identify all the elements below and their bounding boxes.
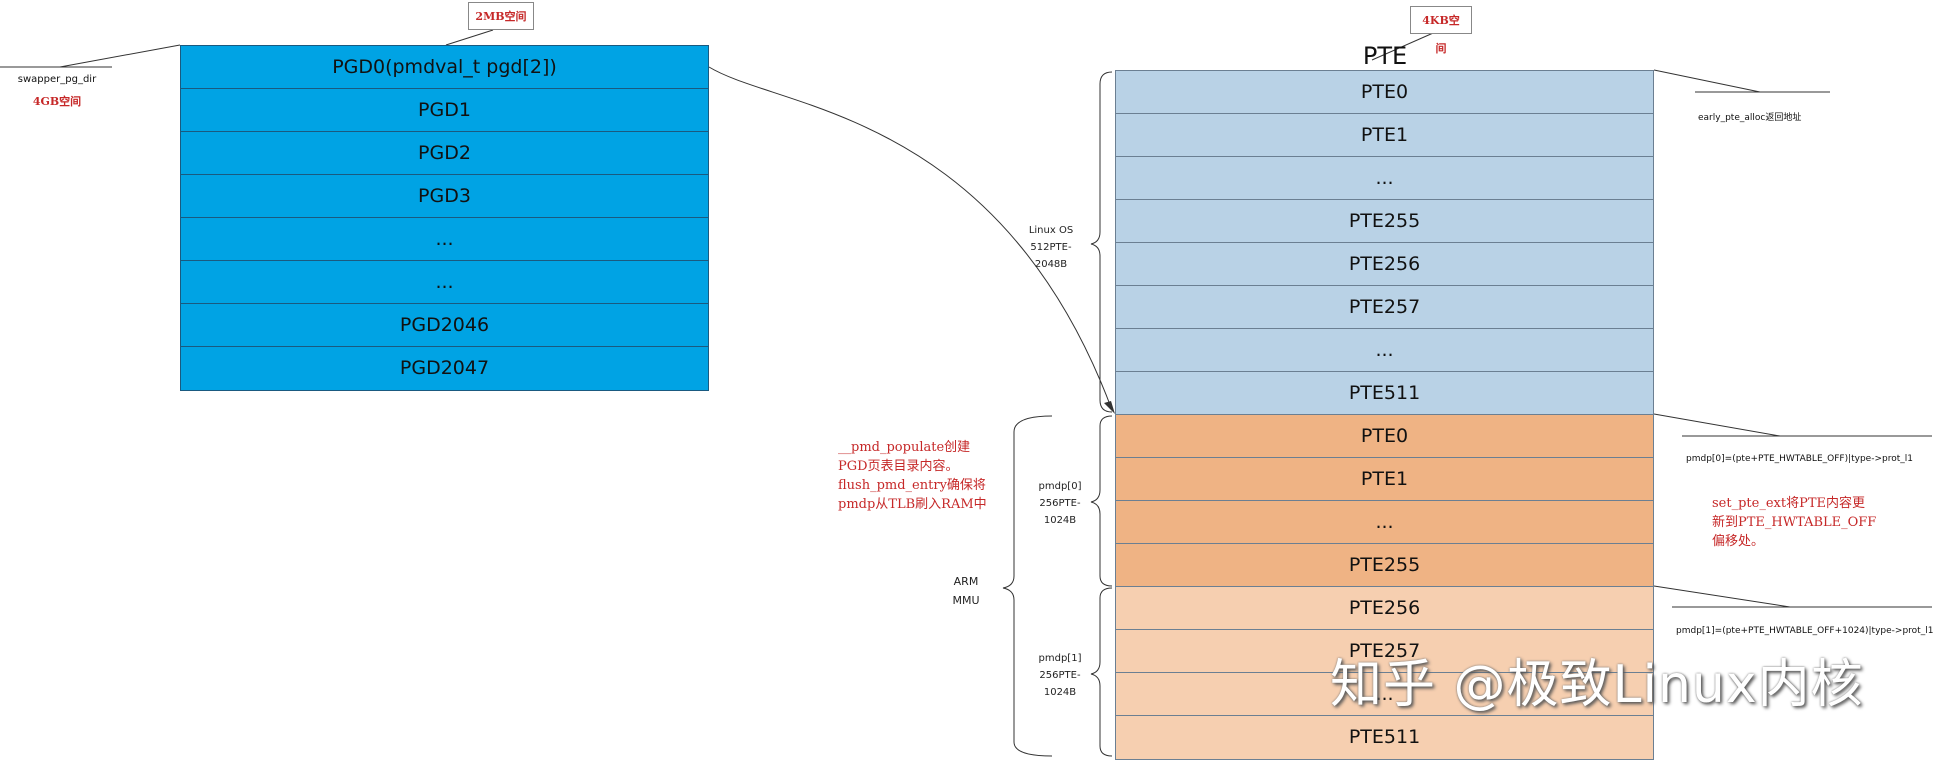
note-line: PGD页表目录内容。 <box>838 459 959 474</box>
pmdp0-label-line: 1024B <box>1043 515 1077 526</box>
pgd-dir-label: swapper_pg_dir <box>17 74 97 85</box>
pte-row: PTE255 <box>1116 544 1653 587</box>
pte-row: ... <box>1116 157 1653 200</box>
pte-title: PTE <box>1362 42 1408 70</box>
pgd-row: ... <box>181 218 708 261</box>
note-line: pmdp从TLB刷入RAM中 <box>838 497 987 512</box>
pgd-row: PGD2046 <box>181 304 708 347</box>
pmdp1-note: pmdp[1]=(pte+PTE_HWTABLE_OFF+1024)|type-… <box>1676 626 1934 636</box>
pgd-table: PGD0(pmdval_t pgd[2]) PGD1 PGD2 PGD3 ...… <box>180 45 709 391</box>
pmdp0-brace <box>1090 415 1113 587</box>
note-line: __pmd_populate创建 <box>838 440 971 455</box>
pmdp1-label-line: 1024B <box>1043 687 1077 698</box>
note-line: flush_pmd_entry确保将 <box>838 478 986 493</box>
linux-os-label-line: 2048B <box>1034 259 1068 270</box>
watermark: 知乎 @极致Linux内核 <box>1330 655 1864 715</box>
pte-row: ... <box>1116 501 1653 544</box>
pgd-row: PGD1 <box>181 89 708 132</box>
pgd-row: ... <box>181 261 708 304</box>
pte-row: PTE257 <box>1116 286 1653 329</box>
pmdp0-note: pmdp[0]=(pte+PTE_HWTABLE_OFF)|type->prot… <box>1686 454 1913 464</box>
linux-os-brace <box>1090 71 1113 413</box>
linux-os-label: Linux OS 512PTE- 2048B <box>1020 222 1082 273</box>
set-pte-ext-note: set_pte_ext将PTE内容更 新到PTE_HWTABLE_OFF 偏移处… <box>1712 494 1902 551</box>
pte-row: PTE511 <box>1116 372 1653 415</box>
pmdp1-label: pmdp[1] 256PTE- 1024B <box>1030 650 1090 701</box>
arm-mmu-label-line: MMU <box>952 594 980 607</box>
pmdp1-label-line: pmdp[1] <box>1038 653 1082 664</box>
pmdp1-brace <box>1090 587 1113 757</box>
pgd-row: PGD2047 <box>181 347 708 390</box>
dir-label-leader <box>59 44 181 68</box>
pte-row: ... <box>1116 673 1653 716</box>
pmdp0-label: pmdp[0] 256PTE- 1024B <box>1030 478 1090 529</box>
pte-row: PTE257 <box>1116 630 1653 673</box>
pgd-dir-size: 4GB空间 <box>32 95 82 108</box>
linux-os-label-line: 512PTE- <box>1030 242 1072 253</box>
pgd-to-pte-arrowhead <box>1104 401 1115 414</box>
arm-mmu-label-line: ARM <box>953 575 979 588</box>
pgd-row: PGD2 <box>181 132 708 175</box>
linux-os-label-line: Linux OS <box>1028 225 1074 236</box>
arm-mmu-label: ARM MMU <box>936 572 996 610</box>
pte-table: PTE0 PTE1 ... PTE255 PTE256 PTE257 ... P… <box>1115 70 1654 760</box>
pte-row: PTE0 <box>1116 415 1653 458</box>
pte-row: PTE511 <box>1116 716 1653 759</box>
pgd-row: PGD3 <box>181 175 708 218</box>
note-line: 偏移处。 <box>1712 534 1765 549</box>
note-line: set_pte_ext将PTE内容更 <box>1712 496 1865 511</box>
alloc-note: early_pte_alloc返回地址 <box>1698 113 1802 123</box>
arm-mmu-brace <box>1002 415 1053 757</box>
pmdp1-label-line: 256PTE- <box>1039 670 1081 681</box>
pmdp1-leader <box>1653 585 1791 608</box>
pte-row: PTE1 <box>1116 458 1653 501</box>
pte-row: PTE256 <box>1116 243 1653 286</box>
pmdp0-leader <box>1653 413 1781 437</box>
pte-row: PTE1 <box>1116 114 1653 157</box>
pte-row: PTE255 <box>1116 200 1653 243</box>
alloc-leader <box>1653 69 1761 93</box>
pmdp0-label-line: pmdp[0] <box>1038 481 1082 492</box>
pgd-size-callout: 2MB空间 <box>468 2 534 30</box>
pte-row: PTE0 <box>1116 71 1653 114</box>
pte-size-callout: 4KB空间 <box>1410 6 1472 55</box>
note-line: 新到PTE_HWTABLE_OFF <box>1712 515 1877 530</box>
pgd-callout-leader <box>445 29 494 46</box>
pte-row: PTE256 <box>1116 587 1653 630</box>
pgd-row: PGD0(pmdval_t pgd[2]) <box>181 46 708 89</box>
pmdp0-label-line: 256PTE- <box>1039 498 1081 509</box>
pte-row: ... <box>1116 329 1653 372</box>
pmd-populate-note: __pmd_populate创建 PGD页表目录内容。 flush_pmd_en… <box>838 438 1008 514</box>
